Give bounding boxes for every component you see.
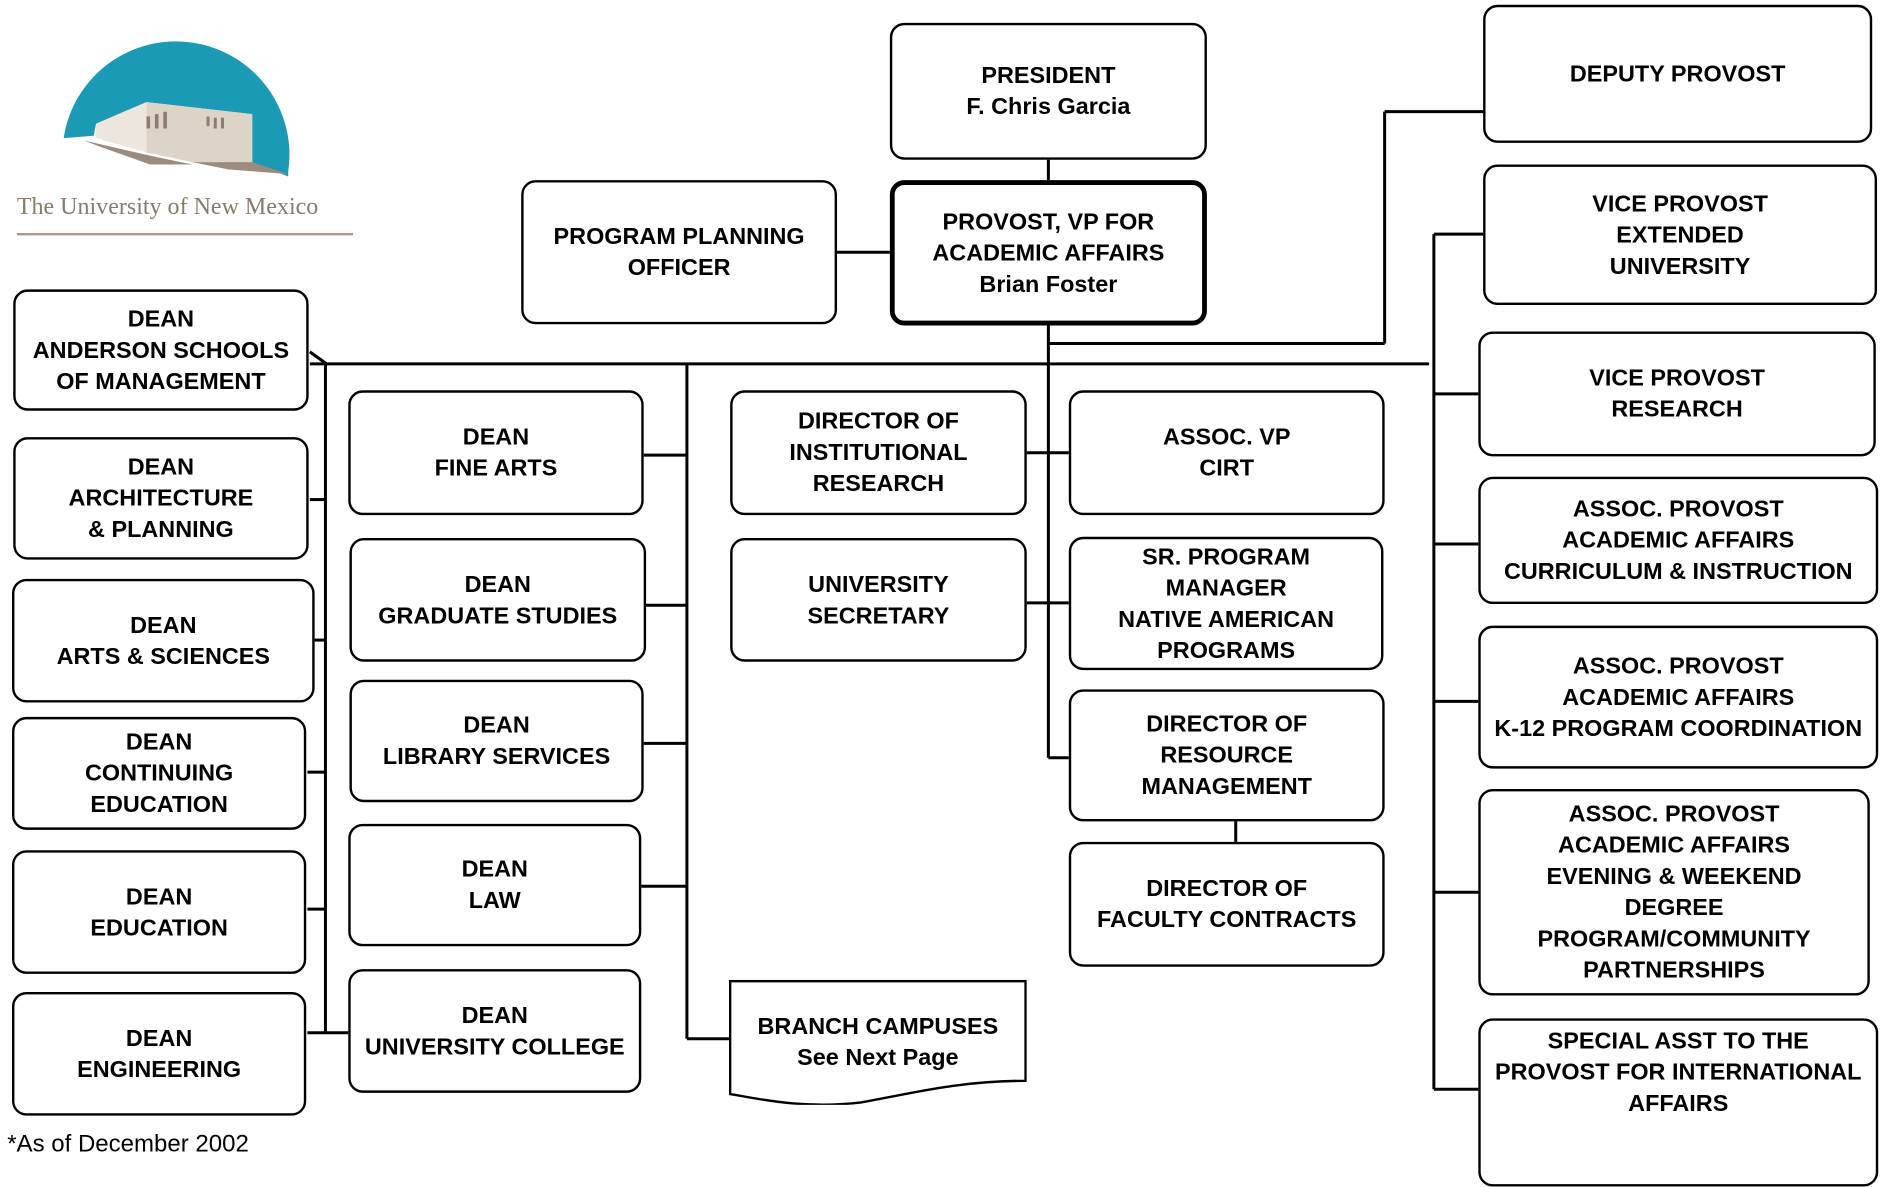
dean-law-box: DEAN LAW <box>348 823 642 947</box>
branch-campuses-label: BRANCH CAMPUSES See Next Page <box>757 1013 999 1072</box>
footnote: *As of December 2002 <box>7 1131 249 1158</box>
assoc-vp-cirt-label: ASSOC. VP CIRT <box>1162 423 1291 482</box>
dean-fine-arts-label: DEAN FINE ARTS <box>434 423 558 482</box>
dean-anderson-box: DEAN ANDERSON SCHOOLS OF MANAGEMENT <box>13 289 309 411</box>
director-institutional-research-box: DIRECTOR OF INSTITUTIONAL RESEARCH <box>730 390 1027 516</box>
dean-university-college-box: DEAN UNIVERSITY COLLEGE <box>348 969 642 1093</box>
program-planning-label: PROGRAM PLANNING OFFICER <box>553 223 805 282</box>
dean-arts-sciences-label: DEAN ARTS & SCIENCES <box>56 611 271 670</box>
assoc-vp-cirt-box: ASSOC. VP CIRT <box>1068 390 1385 516</box>
dean-continuing-education-label: DEAN CONTINUING EDUCATION <box>84 728 234 818</box>
dean-law-label: DEAN LAW <box>461 856 528 914</box>
president-box: PRESIDENT F. Chris Garcia <box>889 22 1207 160</box>
vice-provost-extended-label: VICE PROVOST EXTENDED UNIVERSITY <box>1592 190 1768 280</box>
unm-building-logo-icon <box>63 41 290 177</box>
dean-university-college-label: DEAN UNIVERSITY COLLEGE <box>364 1002 625 1060</box>
branch-campuses-box: BRANCH CAMPUSES See Next Page <box>728 979 1027 1105</box>
sr-program-manager-box: SR. PROGRAM MANAGER NATIVE AMERICAN PROG… <box>1068 536 1384 671</box>
dean-engineering-box: DEAN ENGINEERING <box>12 991 307 1116</box>
dean-engineering-label: DEAN ENGINEERING <box>77 1024 242 1083</box>
assoc-provost-k12-box: ASSOC. PROVOST ACADEMIC AFFAIRS K-12 PRO… <box>1478 625 1879 769</box>
university-secretary-box: UNIVERSITY SECRETARY <box>730 538 1027 662</box>
deputy-provost-box: DEPUTY PROVOST <box>1483 4 1873 143</box>
dean-architecture-label: DEAN ARCHITECTURE & PLANNING <box>68 453 254 543</box>
assoc-provost-evening-label: ASSOC. PROVOST ACADEMIC AFFAIRS EVENING … <box>1537 801 1811 984</box>
dean-graduate-studies-box: DEAN GRADUATE STUDIES <box>349 538 647 662</box>
dean-fine-arts-box: DEAN FINE ARTS <box>348 390 644 516</box>
special-assistant-label: SPECIAL ASST TO THE PROVOST FOR INTERNAT… <box>1495 1027 1862 1117</box>
document-shape <box>728 979 1027 1105</box>
dean-education-box: DEAN EDUCATION <box>12 850 307 974</box>
special-assistant-box: SPECIAL ASST TO THE PROVOST FOR INTERNAT… <box>1478 1018 1879 1187</box>
program-planning-box: PROGRAM PLANNING OFFICER <box>521 180 838 325</box>
dean-arts-sciences-box: DEAN ARTS & SCIENCES <box>12 578 315 703</box>
director-faculty-contracts-label: DIRECTOR OF FACULTY CONTRACTS <box>1097 875 1357 934</box>
dean-anderson-label: DEAN ANDERSON SCHOOLS OF MANAGEMENT <box>32 305 290 395</box>
vice-provost-extended-box: VICE PROVOST EXTENDED UNIVERSITY <box>1483 164 1878 306</box>
university-secretary-label: UNIVERSITY SECRETARY <box>807 571 950 629</box>
dean-education-label: DEAN EDUCATION <box>90 883 228 941</box>
director-faculty-contracts-box: DIRECTOR OF FACULTY CONTRACTS <box>1068 841 1385 967</box>
assoc-provost-curriculum-box: ASSOC. PROVOST ACADEMIC AFFAIRS CURRICUL… <box>1478 476 1879 605</box>
assoc-provost-curriculum-label: ASSOC. PROVOST ACADEMIC AFFAIRS CURRICUL… <box>1503 495 1853 585</box>
assoc-provost-k12-label: ASSOC. PROVOST ACADEMIC AFFAIRS K-12 PRO… <box>1494 652 1863 742</box>
dean-library-services-box: DEAN LIBRARY SERVICES <box>349 679 644 803</box>
logo-divider <box>16 232 354 235</box>
dean-library-services-label: DEAN LIBRARY SERVICES <box>382 712 611 770</box>
deputy-provost-label: DEPUTY PROVOST <box>1569 60 1786 88</box>
dean-continuing-education-box: DEAN CONTINUING EDUCATION <box>12 716 307 830</box>
university-name: The University of New Mexico <box>16 193 319 220</box>
provost-label: PROVOST, VP FOR ACADEMIC AFFAIRS Brian F… <box>932 208 1165 298</box>
dean-architecture-box: DEAN ARCHITECTURE & PLANNING <box>13 437 309 560</box>
director-resource-management-label: DIRECTOR OF RESOURCE MANAGEMENT <box>1141 710 1312 800</box>
director-resource-management-box: DIRECTOR OF RESOURCE MANAGEMENT <box>1068 689 1385 822</box>
vice-provost-research-box: VICE PROVOST RESEARCH <box>1478 331 1876 457</box>
provost-box: PROVOST, VP FOR ACADEMIC AFFAIRS Brian F… <box>889 180 1207 326</box>
assoc-provost-evening-box: ASSOC. PROVOST ACADEMIC AFFAIRS EVENING … <box>1478 788 1870 996</box>
sr-program-manager-label: SR. PROGRAM MANAGER NATIVE AMERICAN PROG… <box>1118 543 1335 664</box>
vice-provost-research-label: VICE PROVOST RESEARCH <box>1589 365 1765 423</box>
director-institutional-research-label: DIRECTOR OF INSTITUTIONAL RESEARCH <box>789 408 968 498</box>
president-label: PRESIDENT F. Chris Garcia <box>966 62 1131 121</box>
dean-graduate-studies-label: DEAN GRADUATE STUDIES <box>378 571 618 629</box>
